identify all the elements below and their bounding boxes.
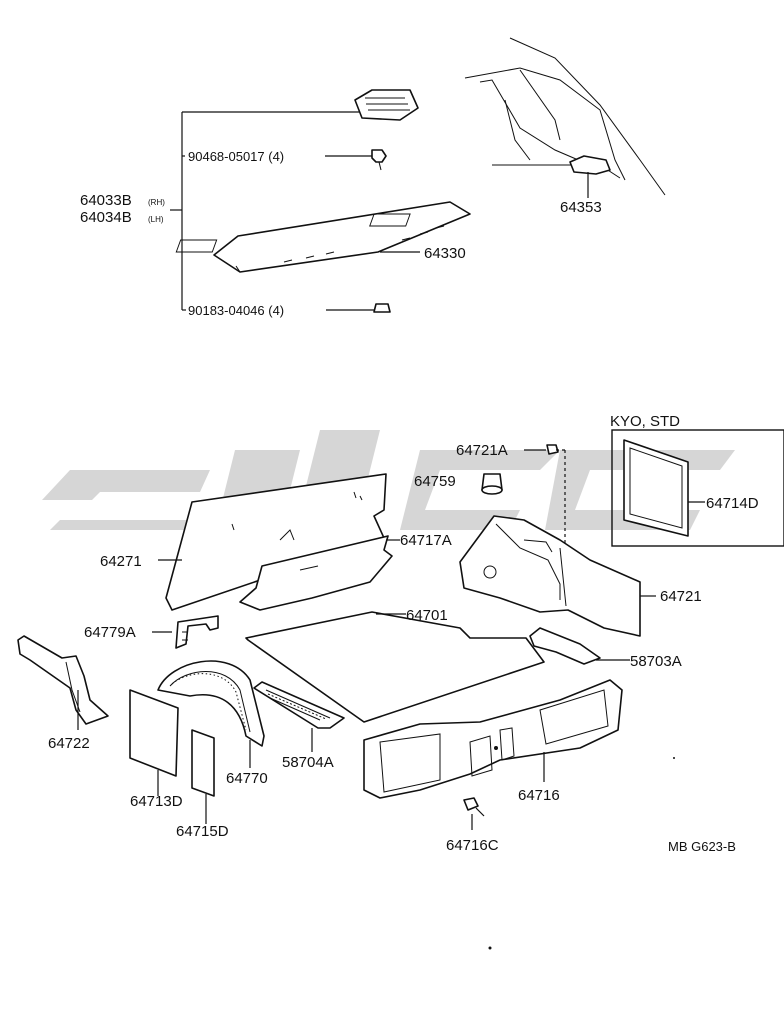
part-58703A-strip [529, 627, 630, 665]
label-64779A: 64779A [84, 624, 136, 641]
label-64033B-side: (RH) [148, 198, 165, 207]
label-64034B: 64034B [80, 209, 132, 226]
diagram-code: MB G623-B [668, 839, 736, 854]
label-58704A: 58704A [282, 754, 334, 771]
part-64722 [17, 635, 109, 730]
label-64721: 64721 [660, 588, 702, 605]
label-64353: 64353 [560, 199, 602, 216]
part-58704A-sill [253, 681, 345, 752]
part-64353 [569, 155, 611, 198]
label-64701: 64701 [406, 607, 448, 624]
label-64716: 64716 [518, 787, 560, 804]
dot-mark [488, 946, 492, 950]
part-pad-top [354, 89, 419, 121]
label-64033B: 64033B [80, 192, 132, 209]
part-64716-back-panel [363, 679, 623, 799]
inset-box [611, 429, 784, 547]
part-64715D [191, 729, 215, 824]
label-64715D: 64715D [176, 823, 229, 840]
bracket-64033B [170, 111, 360, 310]
label-64713D: 64713D [130, 793, 183, 810]
label-64034B-side: (LH) [148, 215, 164, 224]
part-64779A-bracket [152, 615, 219, 649]
label-64271: 64271 [100, 553, 142, 570]
part-64721A [524, 444, 566, 545]
part-64330-panel [175, 201, 471, 273]
label-64770: 64770 [226, 770, 268, 787]
label-90183: 90183-04046 (4) [188, 303, 284, 318]
part-64271-board [158, 473, 387, 611]
label-90468: 90468-05017 (4) [188, 149, 284, 164]
label-64330: 64330 [424, 245, 466, 262]
label-64722: 64722 [48, 735, 90, 752]
part-clip-90468 [182, 149, 387, 171]
label-64716C: 64716C [446, 837, 499, 854]
part-64713D [129, 689, 179, 796]
car-body-outline [464, 37, 666, 196]
label-64759: 64759 [414, 473, 456, 490]
part-fastener-90183 [182, 303, 391, 313]
label-64714D: 64714D [706, 495, 759, 512]
part-64717A-board [239, 535, 400, 611]
part-64701-floor-mat [245, 611, 545, 723]
part-64716C-screw [463, 797, 485, 830]
part-64759 [481, 473, 503, 495]
label-inset: KYO, STD [610, 413, 680, 430]
part-64770-wheelhouse [157, 660, 265, 768]
label-58703A: 58703A [630, 653, 682, 670]
labels: 64033B (RH) 64034B (LH) 90468-05017 (4) … [48, 149, 759, 854]
label-64721A: 64721A [456, 442, 508, 459]
part-64721-side-trim [459, 515, 656, 637]
dot-mark [673, 757, 675, 759]
label-64717A: 64717A [400, 532, 452, 549]
